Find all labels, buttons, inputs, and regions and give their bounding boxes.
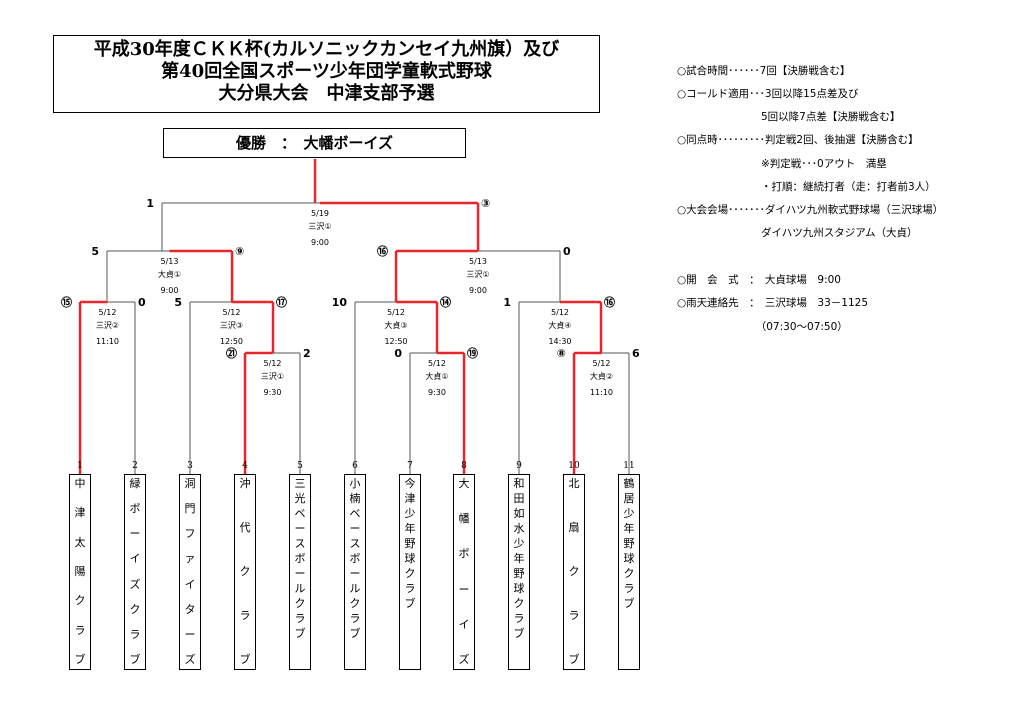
score-left: 0 xyxy=(394,347,402,360)
game-time: 9:00 xyxy=(469,286,487,295)
score-left: 5 xyxy=(174,296,182,309)
game-time: 11:10 xyxy=(96,337,119,346)
game-time: 12:50 xyxy=(220,337,243,346)
game-date: 5/12 xyxy=(99,308,117,317)
game-date: 5/12 xyxy=(428,359,446,368)
team-name-box: 中津太陽クラブ xyxy=(69,474,91,670)
team-number: 7 xyxy=(407,461,413,471)
team-name-box: 三光ベースボールクラブ xyxy=(289,474,311,670)
info-line: （07:30～07:50） xyxy=(677,321,848,333)
game-venue: 三沢③ xyxy=(220,321,243,330)
score-right: 0 xyxy=(138,296,146,309)
game-venue: 三沢① xyxy=(261,372,284,381)
team-number: 5 xyxy=(297,461,303,471)
info-line: ○雨天連絡先 ： 三沢球場 33－1125 xyxy=(677,297,868,309)
team-name-box: 鶴居少年野球クラブ xyxy=(618,474,640,670)
game-venue: 大貞② xyxy=(590,371,613,381)
score-left: ⑮ xyxy=(61,295,72,309)
game-time: 11:10 xyxy=(590,388,613,397)
info-line: ○同点時･････････判定戦2回、後抽選【決勝含む】 xyxy=(677,134,919,146)
score-left: ⑯ xyxy=(377,244,388,258)
score-left: ㉑ xyxy=(226,346,237,360)
game-time: 9:30 xyxy=(264,388,282,397)
game-date: 5/12 xyxy=(264,359,282,368)
info-line: ○大会会場･･･････ダイハツ九州軟式野球場（三沢球場） xyxy=(677,204,944,216)
score-left: ⑧ xyxy=(557,347,566,360)
team-name-box: 北扇クラブ xyxy=(563,474,585,670)
game-date: 5/13 xyxy=(161,257,179,266)
game-time: 14:30 xyxy=(548,337,571,346)
score-right: ⑲ xyxy=(467,346,478,360)
score-left: 1 xyxy=(146,197,154,210)
info-line: ○コールド適用･･･3回以降15点差及び xyxy=(677,88,859,100)
score-left: 1 xyxy=(503,296,511,309)
game-date: 5/12 xyxy=(223,308,241,317)
team-number: 11 xyxy=(623,461,635,471)
game-venue: 大貞① xyxy=(158,269,181,279)
team-name-box: 大幡ボーイズ xyxy=(453,474,475,670)
score-right: 2 xyxy=(303,347,311,360)
game-time: 9:30 xyxy=(428,388,446,397)
score-right: ⑨ xyxy=(235,245,244,258)
winner-banner: 優勝 ： 大幡ボーイズ xyxy=(163,128,466,158)
team-number: 8 xyxy=(461,461,467,471)
team-name-box: 和田如水少年野球クラブ xyxy=(508,474,530,670)
score-right: ⑰ xyxy=(276,295,287,309)
game-venue: 三沢① xyxy=(466,270,489,279)
game-date: 5/12 xyxy=(387,308,405,317)
team-name-box: 今津少年野球クラブ xyxy=(399,474,421,670)
game-date: 5/13 xyxy=(469,257,487,266)
team-name-box: 沖代クラブ xyxy=(234,474,256,670)
team-number: 9 xyxy=(516,461,522,471)
game-time: 9:00 xyxy=(161,286,179,295)
score-left: 5 xyxy=(91,245,99,258)
game-date: 5/12 xyxy=(551,308,569,317)
team-number: 10 xyxy=(568,461,580,471)
game-venue: 三沢① xyxy=(308,222,331,231)
team-name-box: 洞門ファイターズ xyxy=(179,474,201,670)
game-time: 9:00 xyxy=(311,238,329,247)
team-number: 4 xyxy=(242,461,248,471)
team-number: 6 xyxy=(352,461,358,471)
info-line: ○開 会 式 ： 大貞球場 9:00 xyxy=(677,274,841,286)
team-number: 3 xyxy=(187,461,193,471)
score-right: 6 xyxy=(632,347,640,360)
tournament-title: 平成30年度ＣＫＫ杯(カルソニックカンセイ九州旗）及び 第40回全国スポーツ少年… xyxy=(53,35,600,113)
score-left: 10 xyxy=(332,296,348,309)
title-line-2: 第40回全国スポーツ少年団学童軟式野球 xyxy=(161,61,492,82)
score-right: ③ xyxy=(481,197,490,210)
game-date: 5/12 xyxy=(593,359,611,368)
game-date: 5/19 xyxy=(311,209,329,218)
info-line: ※判定戦･･･0アウト 満塁 xyxy=(677,158,887,170)
team-name-box: 緑ボーイズクラブ xyxy=(124,474,146,670)
game-time: 12:50 xyxy=(384,337,407,346)
score-right: 0 xyxy=(563,245,571,258)
team-number: 2 xyxy=(132,461,138,471)
game-venue: 三沢② xyxy=(96,321,119,330)
info-line: ・打順：継続打者（走：打者前3人） xyxy=(677,181,936,193)
info-line: ダイハツ九州スタジアム（大貞） xyxy=(677,227,918,239)
game-venue: 大貞③ xyxy=(384,320,407,330)
score-right: ⑭ xyxy=(440,295,451,309)
team-name-box: 小楠ベースボールクラブ xyxy=(344,474,366,670)
team-number: 1 xyxy=(77,461,83,471)
info-line: 5回以降7点差【決勝戦含む】 xyxy=(677,111,901,123)
title-line-3: 大分県大会 中津支部予選 xyxy=(218,83,435,104)
game-venue: 大貞④ xyxy=(548,320,571,330)
info-line: ○試合時間･･････7回【決勝戦含む】 xyxy=(677,65,851,77)
title-line-1: 平成30年度ＣＫＫ杯(カルソニックカンセイ九州旗）及び xyxy=(93,39,560,60)
game-venue: 大貞① xyxy=(425,371,448,381)
score-right: ⑯ xyxy=(604,295,615,309)
